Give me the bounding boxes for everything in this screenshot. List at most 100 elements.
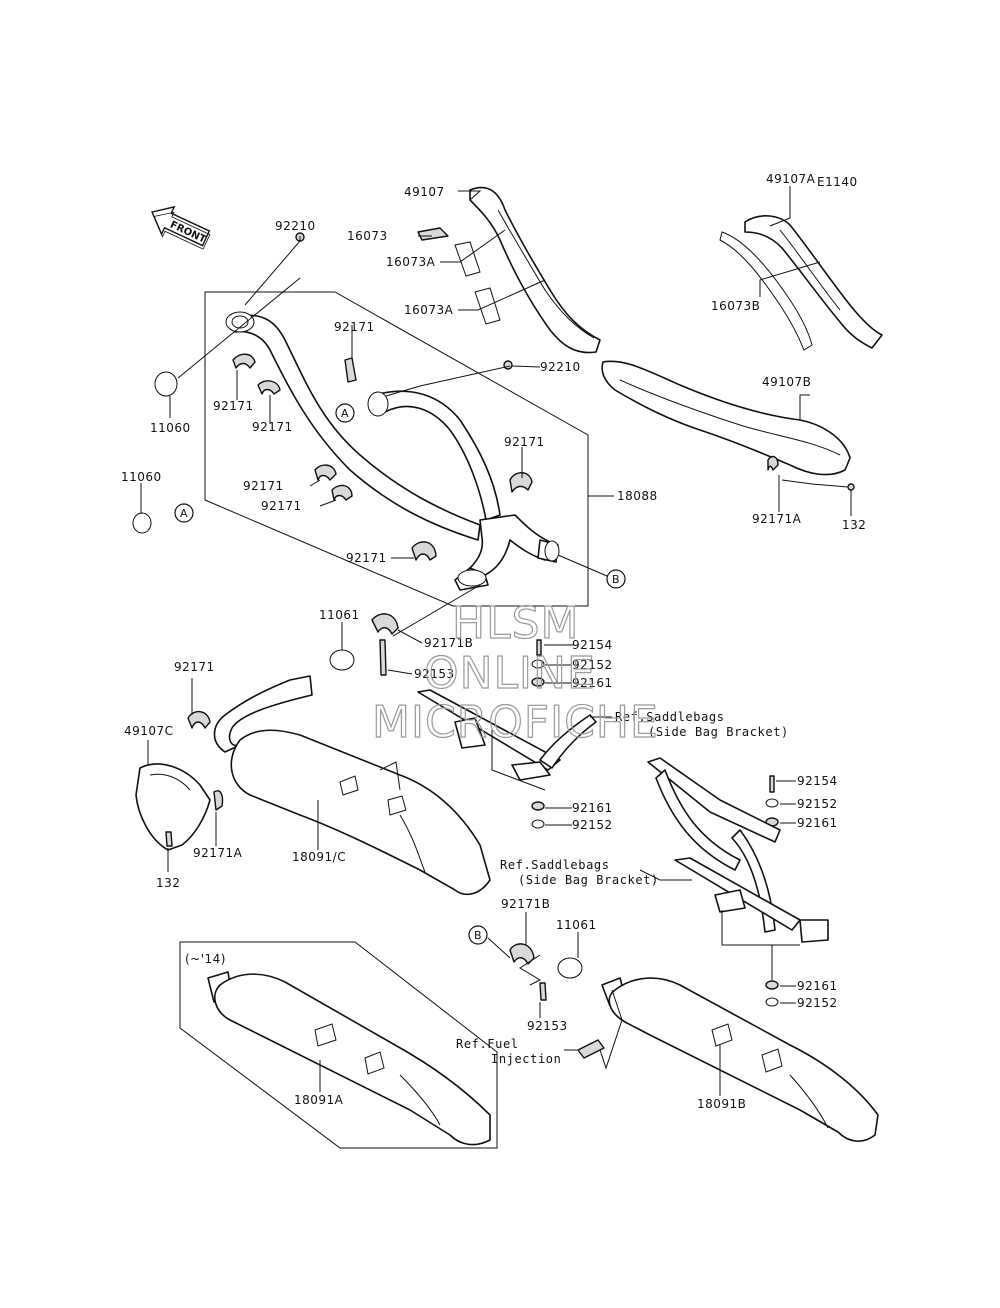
bolt-92154-b	[769, 775, 775, 793]
label-92171B-1: 92171B	[424, 636, 473, 650]
label-11060-1: 11060	[150, 421, 191, 435]
label-18088: 18088	[617, 489, 658, 503]
bolt-92154-a	[536, 639, 542, 656]
label-18091B: 18091B	[697, 1097, 746, 1111]
pipe-y-joint	[454, 514, 560, 591]
ref-fuel-line2: Injection	[491, 1052, 561, 1066]
label-16073B: 16073B	[711, 299, 760, 313]
label-92171-3: 92171	[252, 420, 293, 434]
screw-132-a	[847, 483, 855, 491]
nut-92161-a	[531, 677, 545, 687]
label-16073: 16073	[347, 229, 388, 243]
label-92153-2: 92153	[527, 1019, 568, 1033]
clamp-92171B-b	[509, 943, 535, 965]
label-92154-1: 92154	[572, 638, 613, 652]
label-16073A-1: 16073A	[386, 255, 436, 269]
label-92210-1: 92210	[275, 219, 316, 233]
label-132-2: 132	[156, 876, 180, 890]
ref-fuel-line1: Ref.Fuel	[456, 1037, 519, 1051]
label-92210-2: 92210	[540, 360, 581, 374]
label-92152-2: 92152	[572, 818, 613, 832]
pad-16073	[417, 227, 449, 241]
label-132-1: 132	[842, 518, 866, 532]
label-92171-1: 92171	[334, 320, 375, 334]
svg-text:A: A	[341, 407, 349, 420]
label-92171-8: 92171	[174, 660, 215, 674]
washer-92152-d	[765, 997, 779, 1007]
side-bag-bracket-left	[417, 689, 597, 791]
label-49107C: 49107C	[124, 724, 174, 738]
screw-132-b	[165, 831, 173, 847]
diagram-code: E1140	[817, 175, 858, 189]
reference-notes: Ref.Saddlebags (Side Bag Bracket) Ref.Sa…	[456, 710, 789, 1066]
label-92152-3: 92152	[797, 797, 838, 811]
label-11060-2: 11060	[121, 470, 162, 484]
label-16073A-2: 16073A	[404, 303, 454, 317]
front-arrow-icon: FRONT	[151, 205, 211, 250]
part-labels: 49107 49107A 16073 16073A 16073A 16073B …	[121, 172, 866, 1111]
bolt-92210-b	[503, 360, 513, 370]
pad-16073A-a	[454, 241, 481, 277]
label-11061-2: 11061	[556, 918, 597, 932]
side-bag-bracket-right	[647, 757, 829, 946]
bolt-92153-b	[539, 982, 547, 1001]
model-note: (~'14)	[185, 952, 226, 966]
clamp-92171A-b	[213, 790, 224, 811]
clamp-92171A-a	[767, 455, 779, 471]
label-92161-2: 92161	[572, 801, 613, 815]
clamp-92171-c	[187, 711, 211, 729]
muffler-18091B	[601, 977, 879, 1142]
heat-guard-49107	[469, 186, 601, 354]
label-49107A: 49107A	[766, 172, 816, 186]
label-92171-4: 92171	[504, 435, 545, 449]
svg-text:A: A	[180, 507, 188, 520]
leader-lines	[140, 186, 852, 1096]
watermark-line-2: ONLINE	[424, 648, 596, 699]
washer-92152-b	[531, 819, 545, 829]
svg-text:B: B	[474, 929, 482, 942]
label-92171B-2: 92171B	[501, 897, 550, 911]
pipe-assembly-frame	[204, 291, 589, 607]
gasket-11060-a	[154, 371, 178, 397]
ref-saddlebags-1-line1: Ref.Saddlebags	[615, 710, 725, 724]
label-18091C: 18091/C	[292, 850, 346, 864]
pad-16073B	[719, 231, 813, 351]
ref-saddlebags-2-line1: Ref.Saddlebags	[500, 858, 610, 872]
heat-guard-49107A	[744, 215, 883, 349]
muffler-18091A	[207, 971, 491, 1146]
label-92152-4: 92152	[797, 996, 838, 1010]
heat-guard-49107B	[601, 360, 851, 476]
bolt-92153-a	[379, 639, 387, 676]
marker-b-2: B	[468, 925, 488, 945]
watermark-line-3: MICROFICHE	[372, 697, 659, 748]
label-92161-1: 92161	[572, 676, 613, 690]
ref-saddlebags-1-line2: (Side Bag Bracket)	[648, 725, 789, 739]
gasket-11061-b	[557, 957, 583, 979]
o2-sensor-connector	[577, 1039, 605, 1059]
gasket-11060-b	[132, 512, 152, 534]
muffler-cover-49107C	[135, 763, 211, 851]
label-92154-2: 92154	[797, 774, 838, 788]
label-11061-1: 11061	[319, 608, 360, 622]
watermark: HLSM ONLINE MICROFICHE	[371, 597, 659, 748]
label-92161-4: 92161	[797, 979, 838, 993]
label-92171-6: 92171	[261, 499, 302, 513]
nut-92161-b	[531, 801, 545, 811]
label-92171-5: 92171	[243, 479, 284, 493]
label-49107B: 49107B	[762, 375, 811, 389]
label-92153-1: 92153	[414, 667, 455, 681]
clamp-92171B-a	[371, 613, 399, 635]
label-18091A: 18091A	[294, 1093, 344, 1107]
muffler-18091C	[213, 675, 491, 896]
watermark-line-1: HLSM	[452, 598, 580, 649]
label-92152-1: 92152	[572, 658, 613, 672]
marker-a-1: A	[335, 403, 355, 423]
gasket-11061-a	[329, 649, 355, 671]
marker-a-2: A	[174, 503, 194, 523]
model-inset-frame	[179, 941, 498, 1149]
nut-92161-d	[765, 980, 779, 990]
marker-b-1: B	[606, 569, 626, 589]
label-92171-2: 92171	[213, 399, 254, 413]
svg-text:B: B	[612, 573, 620, 586]
